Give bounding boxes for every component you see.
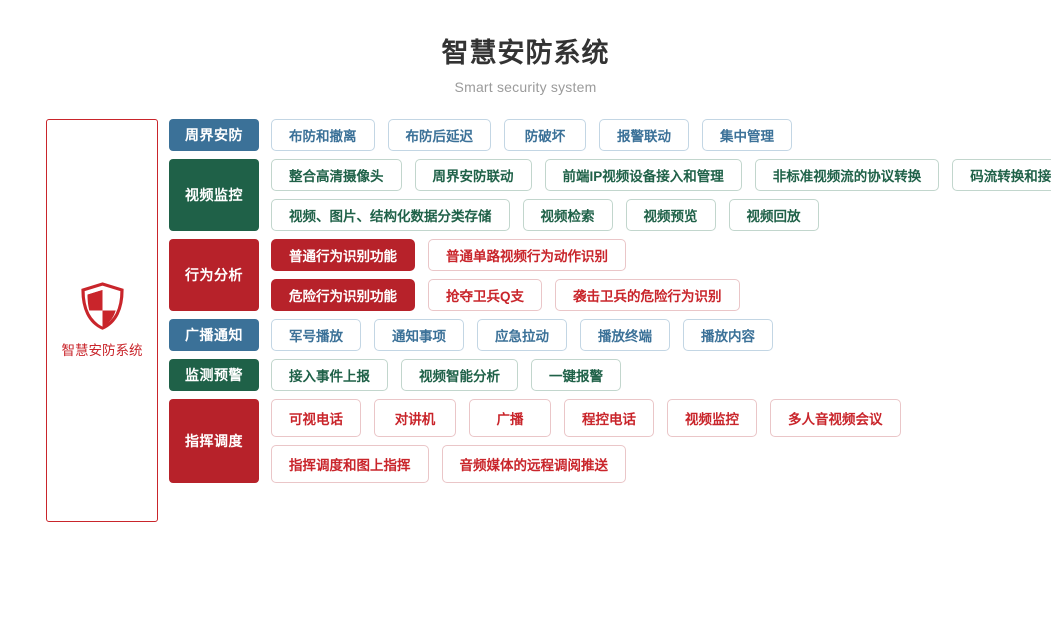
feature-button[interactable]: 防破坏 (504, 119, 586, 151)
feature-button[interactable]: 普通单路视频行为动作识别 (428, 239, 626, 271)
feature-button[interactable]: 通知事项 (374, 319, 464, 351)
feature-button[interactable]: 一键报警 (531, 359, 621, 391)
category-rows: 周界安防布防和撤离布防后延迟防破坏报警联动集中管理视频监控整合高清摄像头周界安防… (169, 119, 1051, 483)
feature-button[interactable]: 音频媒体的远程调阅推送 (441, 445, 626, 483)
category-label-3[interactable]: 行为分析 (169, 239, 259, 311)
item-line: 视频、图片、结构化数据分类存储视频检索视频预览视频回放 (271, 199, 1051, 231)
feature-button[interactable]: 播放终端 (580, 319, 670, 351)
category-items: 普通行为识别功能普通单路视频行为动作识别危险行为识别功能抢夺卫兵Q支袭击卫兵的危… (271, 239, 1051, 311)
feature-button[interactable]: 播放内容 (683, 319, 773, 351)
category-items: 军号播放通知事项应急拉动播放终端播放内容 (271, 319, 1051, 351)
feature-button[interactable]: 应急拉动 (477, 319, 567, 351)
page-header: 智慧安防系统 Smart security system (0, 0, 1051, 96)
feature-button[interactable]: 视频回放 (728, 199, 819, 231)
feature-button[interactable]: 多人音视频会议 (770, 399, 901, 437)
feature-button[interactable]: 集中管理 (702, 119, 792, 151)
feature-button[interactable]: 整合高清摄像头 (271, 159, 402, 191)
category-row: 广播通知军号播放通知事项应急拉动播放终端播放内容 (169, 319, 1051, 351)
category-row: 视频监控整合高清摄像头周界安防联动前端IP视频设备接入和管理非标准视频流的协议转… (169, 159, 1051, 231)
item-line: 接入事件上报视频智能分析一键报警 (271, 359, 1051, 391)
page-subtitle: Smart security system (454, 79, 597, 95)
item-line: 可视电话对讲机广播程控电话视频监控多人音视频会议 (271, 399, 1051, 437)
feature-button[interactable]: 程控电话 (564, 399, 654, 437)
feature-button[interactable]: 视频智能分析 (401, 359, 518, 391)
item-line: 军号播放通知事项应急拉动播放终端播放内容 (271, 319, 1051, 351)
feature-button[interactable]: 非标准视频流的协议转换 (754, 159, 940, 191)
category-items: 整合高清摄像头周界安防联动前端IP视频设备接入和管理非标准视频流的协议转换码流转… (271, 159, 1051, 231)
feature-button[interactable]: 码流转换和接口转换 (952, 159, 1051, 191)
feature-button[interactable]: 布防和撤离 (271, 119, 375, 151)
page-title: 智慧安防系统 (441, 38, 610, 68)
category-label-4[interactable]: 广播通知 (169, 319, 259, 351)
feature-button[interactable]: 接入事件上报 (271, 359, 388, 391)
feature-button[interactable]: 可视电话 (271, 399, 361, 437)
category-row: 周界安防布防和撤离布防后延迟防破坏报警联动集中管理 (169, 119, 1051, 151)
category-label-6[interactable]: 指挥调度 (169, 399, 259, 483)
feature-button[interactable]: 周界安防联动 (414, 159, 532, 191)
item-line: 布防和撤离布防后延迟防破坏报警联动集中管理 (271, 119, 1051, 151)
feature-button[interactable]: 视频检索 (522, 199, 613, 231)
brand-panel: 智慧安防系统 (46, 119, 158, 522)
feature-button[interactable]: 视频监控 (667, 399, 757, 437)
item-line: 危险行为识别功能抢夺卫兵Q支袭击卫兵的危险行为识别 (271, 279, 1051, 311)
shield-icon (80, 282, 125, 330)
feature-button[interactable]: 军号播放 (271, 319, 361, 351)
category-items: 布防和撤离布防后延迟防破坏报警联动集中管理 (271, 119, 1051, 151)
feature-button[interactable]: 布防后延迟 (387, 119, 491, 151)
architecture-board: 智慧安防系统 周界安防布防和撤离布防后延迟防破坏报警联动集中管理视频监控整合高清… (0, 119, 1051, 522)
item-line: 整合高清摄像头周界安防联动前端IP视频设备接入和管理非标准视频流的协议转换码流转… (271, 159, 1051, 191)
feature-button[interactable]: 抢夺卫兵Q支 (428, 279, 543, 311)
feature-button[interactable]: 袭击卫兵的危险行为识别 (555, 279, 740, 311)
feature-button[interactable]: 报警联动 (599, 119, 689, 151)
category-row: 行为分析普通行为识别功能普通单路视频行为动作识别危险行为识别功能抢夺卫兵Q支袭击… (169, 239, 1051, 311)
brand-label: 智慧安防系统 (61, 343, 143, 358)
category-label-2[interactable]: 视频监控 (169, 159, 259, 231)
category-label-1[interactable]: 周界安防 (169, 119, 259, 151)
item-line: 指挥调度和图上指挥音频媒体的远程调阅推送 (271, 445, 1051, 483)
feature-button[interactable]: 对讲机 (374, 399, 456, 437)
category-items: 接入事件上报视频智能分析一键报警 (271, 359, 1051, 391)
feature-group-button[interactable]: 危险行为识别功能 (271, 279, 415, 311)
feature-button[interactable]: 视频预览 (625, 199, 716, 231)
category-label-5[interactable]: 监测预警 (169, 359, 259, 391)
category-row: 指挥调度可视电话对讲机广播程控电话视频监控多人音视频会议指挥调度和图上指挥音频媒… (169, 399, 1051, 483)
feature-button[interactable]: 前端IP视频设备接入和管理 (544, 159, 742, 191)
feature-group-button[interactable]: 普通行为识别功能 (271, 239, 415, 271)
feature-button[interactable]: 广播 (469, 399, 551, 437)
feature-button[interactable]: 视频、图片、结构化数据分类存储 (271, 199, 510, 231)
item-line: 普通行为识别功能普通单路视频行为动作识别 (271, 239, 1051, 271)
feature-button[interactable]: 指挥调度和图上指挥 (271, 445, 429, 483)
category-items: 可视电话对讲机广播程控电话视频监控多人音视频会议指挥调度和图上指挥音频媒体的远程… (271, 399, 1051, 483)
category-row: 监测预警接入事件上报视频智能分析一键报警 (169, 359, 1051, 391)
